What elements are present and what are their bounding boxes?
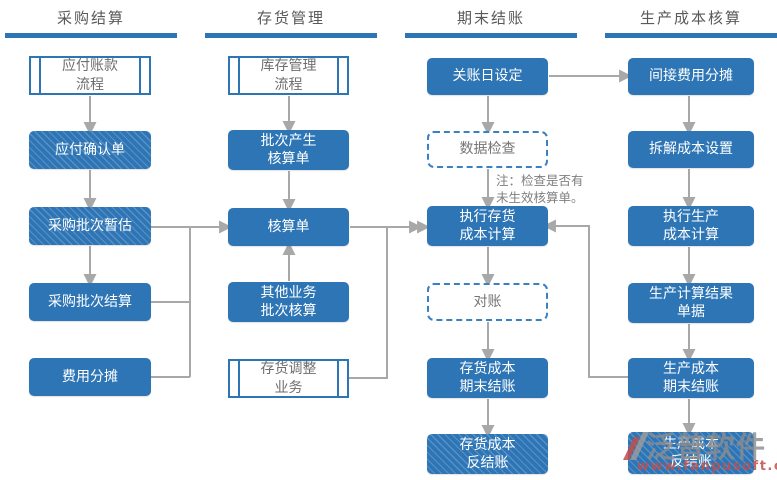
node-label: 间接费用分摊 bbox=[649, 68, 733, 85]
node-label: 其他业务 批次核算 bbox=[260, 284, 317, 319]
node-inventory-mgmt-process: 库存管理 流程 bbox=[228, 56, 349, 95]
node-inventory-cost-reverse-close: 存货成本 反结账 bbox=[427, 434, 548, 474]
column-rule bbox=[5, 33, 177, 38]
node-closing-date-setting: 关账日设定 bbox=[427, 58, 548, 95]
node-label: 生产成本 反结账 bbox=[663, 435, 719, 470]
data-check-note: 注：检查是否有 未生效核算单。 bbox=[496, 173, 584, 205]
node-label: 生产计算结果 单据 bbox=[649, 285, 733, 320]
node-label: 存货调整 业务 bbox=[260, 361, 317, 396]
column-title-purchase-settlement: 采购结算 bbox=[56, 9, 125, 27]
node-label: 存货成本 期末结账 bbox=[459, 360, 516, 395]
node-label: 执行存货 成本计算 bbox=[459, 208, 516, 243]
node-purchase-batch-settlement: 采购批次结算 bbox=[29, 283, 151, 321]
node-payables-process: 应付账款 流程 bbox=[29, 56, 151, 95]
node-expense-allocation: 费用分摊 bbox=[29, 358, 151, 396]
node-label: 拆解成本设置 bbox=[649, 141, 733, 158]
column-rule bbox=[405, 33, 577, 38]
column-title-inventory-management: 存货管理 bbox=[256, 9, 325, 27]
node-run-inventory-cost-calc: 执行存货 成本计算 bbox=[427, 206, 548, 246]
node-label: 库存管理 流程 bbox=[260, 58, 317, 93]
node-label: 存货成本 反结账 bbox=[459, 436, 516, 471]
node-label: 采购批次暂估 bbox=[48, 217, 132, 234]
node-reconciliation: 对账 bbox=[427, 283, 548, 321]
node-label: 数据检查 bbox=[459, 141, 516, 158]
node-production-cost-reverse-close: 生产成本 反结账 bbox=[628, 432, 754, 474]
node-payable-confirm-doc: 应付确认单 bbox=[29, 131, 151, 169]
node-label: 对账 bbox=[473, 293, 502, 310]
node-label: 核算单 bbox=[267, 218, 310, 235]
node-data-check: 数据检查 bbox=[427, 131, 548, 168]
column-title-period-end-closing: 期末结账 bbox=[456, 9, 525, 27]
node-other-business-batch-accounting: 其他业务 批次核算 bbox=[228, 282, 349, 322]
node-label: 关账日设定 bbox=[452, 68, 523, 85]
node-inventory-cost-period-close: 存货成本 期末结账 bbox=[427, 358, 548, 398]
node-production-cost-period-close: 生产成本 期末结账 bbox=[628, 358, 754, 398]
node-accounting-voucher: 核算单 bbox=[228, 208, 349, 246]
node-indirect-expense-allocation: 间接费用分摊 bbox=[628, 58, 754, 95]
node-label: 费用分摊 bbox=[62, 368, 118, 385]
node-label: 采购批次结算 bbox=[48, 293, 132, 310]
node-cost-breakdown-setting: 拆解成本设置 bbox=[628, 131, 754, 168]
node-production-calc-result-doc: 生产计算结果 单据 bbox=[628, 283, 754, 323]
column-rule bbox=[205, 33, 377, 38]
node-batch-generate-voucher: 批次产生 核算单 bbox=[228, 130, 349, 170]
node-label: 生产成本 期末结账 bbox=[663, 360, 719, 395]
column-title-production-costing: 生产成本核算 bbox=[639, 9, 742, 27]
node-label: 应付确认单 bbox=[55, 141, 125, 158]
node-label: 执行生产 成本计算 bbox=[663, 208, 719, 243]
node-label: 应付账款 流程 bbox=[62, 58, 118, 93]
node-purchase-batch-estimate: 采购批次暂估 bbox=[29, 207, 151, 245]
node-inventory-adjustment-business: 存货调整 业务 bbox=[228, 359, 349, 398]
node-label: 批次产生 核算单 bbox=[260, 132, 317, 167]
column-rule bbox=[605, 33, 777, 38]
node-run-production-cost-calc: 执行生产 成本计算 bbox=[628, 206, 754, 246]
